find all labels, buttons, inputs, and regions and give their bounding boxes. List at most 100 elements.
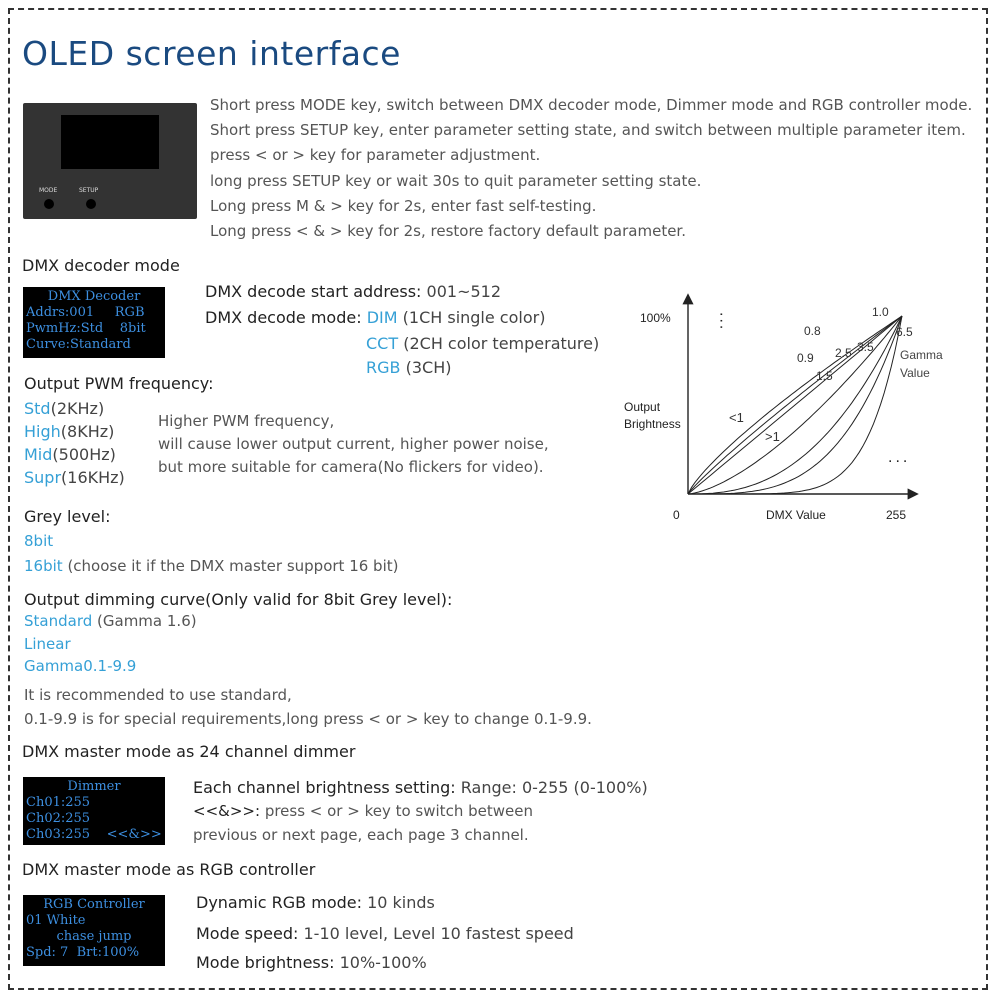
rgb-row-speed: Mode speed: 1-10 level, Level 10 fastest… [196, 924, 574, 943]
dimmer-heading: DMX master mode as 24 channel dimmer [22, 742, 356, 761]
pwm-option: Std(2KHz) [24, 397, 125, 420]
device-image: MODE SETUP [23, 103, 197, 219]
pwm-desc: (500Hz) [52, 445, 116, 464]
pwm-desc: (16KHz) [61, 468, 125, 487]
pwm-option: Supr(16KHz) [24, 466, 125, 489]
oled-title: RGB Controller [43, 897, 145, 912]
region-label-lt1: <1 [729, 410, 744, 425]
oled-line: chase jump [56, 929, 132, 944]
setup-key [86, 199, 96, 209]
dimmer-brightness: Each channel brightness setting: Range: … [193, 778, 648, 797]
mode-key-label: MODE [39, 187, 58, 194]
mode-desc: (3CH) [405, 358, 452, 377]
ellipsis-top: ... [717, 312, 734, 331]
gamma-curve-0.8 [687, 315, 903, 495]
oled-line: Ch02:255 [26, 811, 91, 826]
decoder-heading: DMX decoder mode [22, 256, 180, 275]
oled-line: Addrs:001 RGB [26, 305, 145, 320]
pwm-key: Std [24, 399, 51, 418]
pwm-options: Std(2KHz) High(8KHz) Mid(500Hz) Supr(16K… [24, 397, 125, 489]
gamma-curve-6.5 [688, 315, 903, 495]
mode-key: CCT [366, 334, 399, 353]
curve-label-1.0: 1.0 [872, 305, 889, 319]
x-axis-label: DMX Value [766, 508, 826, 522]
grey-heading: Grey level: [24, 507, 111, 526]
gamma-curve-0.9 [687, 315, 903, 495]
rgb-label: Mode speed: [196, 924, 299, 943]
gamma-curve-1.5 [687, 315, 903, 495]
grey-option-8bit: 8bit [24, 532, 54, 550]
curve-label-0.8: 0.8 [804, 324, 821, 338]
pwm-heading: Output PWM frequency: [24, 374, 214, 393]
ellipsis-right: ... [888, 449, 910, 466]
rgb-value: 10%-100% [339, 953, 427, 972]
gamma-curve-2.5 [688, 315, 903, 495]
dimmer-oled: Dimmer Ch01:255 Ch02:255 Ch03:255 <<&>> [23, 777, 165, 845]
intro-line: press < or > key for parameter adjustmen… [210, 146, 541, 165]
rgb-label: Mode brightness: [196, 953, 335, 972]
page-title: OLED screen interface [22, 34, 401, 73]
dimmer-range: Range: 0-255 (0-100%) [460, 778, 648, 797]
curve-label-3.5: 3.5 [857, 340, 874, 354]
x-tick-label: 255 [886, 508, 906, 522]
rgb-row-brightness: Mode brightness: 10%-100% [196, 953, 427, 972]
dimmer-key-desc: press < or > key to switch between [264, 802, 533, 820]
curve-option-linear: Linear [24, 635, 71, 653]
curve-key: Standard [24, 612, 93, 630]
pwm-key: Supr [24, 468, 62, 487]
curve-label-1.5: 1.5 [816, 369, 833, 383]
decode-address-value: 001~512 [426, 282, 502, 301]
pwm-key: Mid [24, 445, 53, 464]
oled-line: Ch01:255 [26, 795, 91, 810]
intro-line: Short press MODE key, switch between DMX… [210, 96, 973, 114]
page-frame [8, 8, 988, 990]
intro-text: Short press MODE key, switch between DMX… [210, 93, 972, 244]
region-label-gt1: >1 [765, 429, 780, 444]
mode-desc: (2CH color temperature) [403, 334, 600, 353]
legend-title-line2: Value [900, 366, 930, 380]
curve-option-standard: Standard (Gamma 1.6) [24, 612, 197, 630]
curve-label-2.5: 2.5 [835, 346, 852, 360]
y-axis-label-line1: Output [624, 400, 661, 414]
mode-key: DIM [366, 308, 398, 327]
curve-note-2: 0.1-9.9 is for special requirements,long… [24, 710, 592, 728]
y-tick-label: 100% [640, 311, 671, 325]
curve-desc: (Gamma 1.6) [97, 612, 197, 630]
pwm-desc: (2KHz) [50, 399, 105, 418]
oled-title: DMX Decoder [47, 289, 141, 304]
intro-line: Long press < & > key for 2s, restore fac… [210, 222, 686, 241]
rgb-heading: DMX master mode as RGB controller [22, 860, 316, 879]
pwm-key: High [24, 422, 61, 441]
decoder-oled: DMX Decoder Addrs:001 RGB PwmHz:Std 8bit… [23, 287, 165, 358]
decode-address: DMX decode start address: 001~512 [205, 282, 501, 301]
pwm-note-line: but more suitable for camera(No flickers… [158, 458, 544, 476]
oled-line: 01 White [26, 913, 86, 928]
rgb-oled: RGB Controller 01 White chase jump Spd: … [23, 895, 165, 966]
gamma-curve-1.0 [687, 315, 903, 495]
dimmer-key-desc-2: previous or next page, each page 3 chann… [193, 826, 529, 844]
rgb-value: 10 kinds [367, 893, 435, 912]
pwm-option: Mid(500Hz) [24, 443, 125, 466]
legend-title-line1: Gamma [900, 348, 943, 362]
curve-option-gamma: Gamma0.1-9.9 [24, 657, 137, 675]
oled-line: PwmHz:Std 8bit [26, 321, 146, 336]
decode-mode-label: DMX decode mode: [205, 308, 362, 327]
oled-line: Curve:Standard [26, 337, 131, 352]
curve-label-0.9: 0.9 [797, 351, 814, 365]
device-screen [61, 115, 159, 169]
pwm-note-line: will cause lower output current, higher … [158, 435, 549, 453]
curve-note-1: It is recommended to use standard, [24, 686, 292, 704]
decode-mode-rgb: RGB (3CH) [366, 358, 451, 377]
y-axis-label-line2: Brightness [624, 417, 681, 431]
intro-line: Long press M & > key for 2s, enter fast … [210, 196, 597, 215]
grey-key: 16bit [24, 557, 63, 575]
dimmer-label: Each channel brightness setting: [193, 778, 456, 797]
mode-key: RGB [366, 358, 401, 377]
rgb-value: 1-10 level, Level 10 fastest speed [303, 924, 574, 943]
grey-option-16bit: 16bit (choose it if the DMX master suppo… [24, 557, 398, 575]
decode-address-label: DMX decode start address: [205, 282, 422, 301]
decode-mode: DMX decode mode: DIM (1CH single color) [205, 308, 545, 327]
pwm-option: High(8KHz) [24, 420, 125, 443]
intro-line: long press SETUP key or wait 30s to quit… [210, 171, 702, 190]
